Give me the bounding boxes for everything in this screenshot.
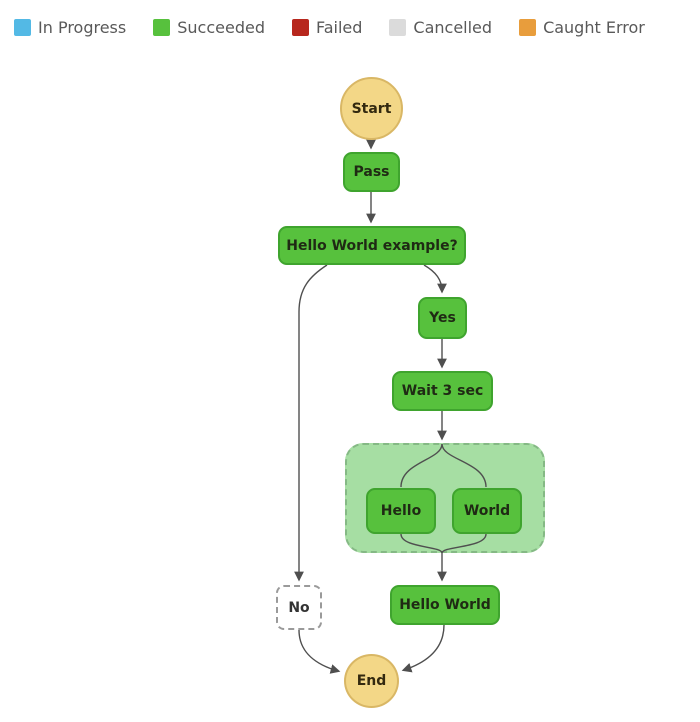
node-label: No bbox=[288, 599, 310, 616]
node-start[interactable]: Start bbox=[340, 77, 403, 140]
node-label: Hello World example? bbox=[286, 237, 458, 254]
cancelled-swatch-icon bbox=[389, 19, 407, 36]
edge-parallel-merge-world bbox=[441, 533, 487, 554]
in-progress-swatch-icon bbox=[14, 19, 31, 36]
node-label: Yes bbox=[429, 310, 456, 326]
node-hello-world[interactable]: Hello World bbox=[390, 585, 500, 625]
failed-swatch-icon bbox=[291, 19, 309, 36]
edge-choice-to-yes bbox=[423, 264, 447, 294]
edge-choice-to-no bbox=[294, 264, 328, 582]
legend-label: Failed bbox=[315, 18, 363, 37]
node-hello[interactable]: Hello bbox=[366, 488, 436, 534]
legend-label: In Progress bbox=[38, 18, 127, 37]
node-label: Hello bbox=[380, 503, 422, 519]
legend-item-cancelled: Cancelled bbox=[389, 18, 492, 37]
edge-no-to-end bbox=[298, 629, 341, 674]
succeeded-swatch-icon bbox=[153, 19, 171, 36]
legend-item-caught-error: Caught Error bbox=[519, 18, 645, 37]
edge-parallel-split-world bbox=[441, 443, 487, 488]
node-pass[interactable]: Pass bbox=[343, 152, 400, 192]
node-no[interactable]: No bbox=[276, 585, 322, 630]
node-label: Wait 3 sec bbox=[401, 383, 484, 399]
node-label: World bbox=[463, 503, 511, 519]
node-label: Start bbox=[351, 100, 392, 117]
legend-label: Cancelled bbox=[413, 18, 493, 37]
legend-label: Caught Error bbox=[543, 18, 645, 37]
edge-parallel-split-hello bbox=[400, 443, 443, 488]
legend-label: Succeeded bbox=[177, 18, 265, 37]
node-world[interactable]: World bbox=[452, 488, 522, 534]
caught-error-swatch-icon bbox=[519, 19, 537, 36]
node-label: End bbox=[356, 673, 387, 689]
node-yes[interactable]: Yes bbox=[418, 297, 467, 339]
legend-item-failed: Failed bbox=[291, 18, 363, 37]
edge-helloworld-to-end bbox=[401, 624, 445, 673]
node-label: Pass bbox=[353, 164, 390, 180]
edge-parallel-merge-hello bbox=[400, 533, 443, 554]
legend-item-in-progress: In Progress bbox=[14, 18, 126, 37]
node-label: Hello World bbox=[399, 597, 491, 613]
legend-item-succeeded: Succeeded bbox=[153, 18, 265, 37]
status-legend: In Progress Succeeded Failed Cancelled C… bbox=[14, 18, 686, 37]
node-choice-hello-world-example[interactable]: Hello World example? bbox=[278, 226, 466, 265]
node-end[interactable]: End bbox=[344, 654, 399, 708]
node-wait-3-sec[interactable]: Wait 3 sec bbox=[392, 371, 493, 411]
